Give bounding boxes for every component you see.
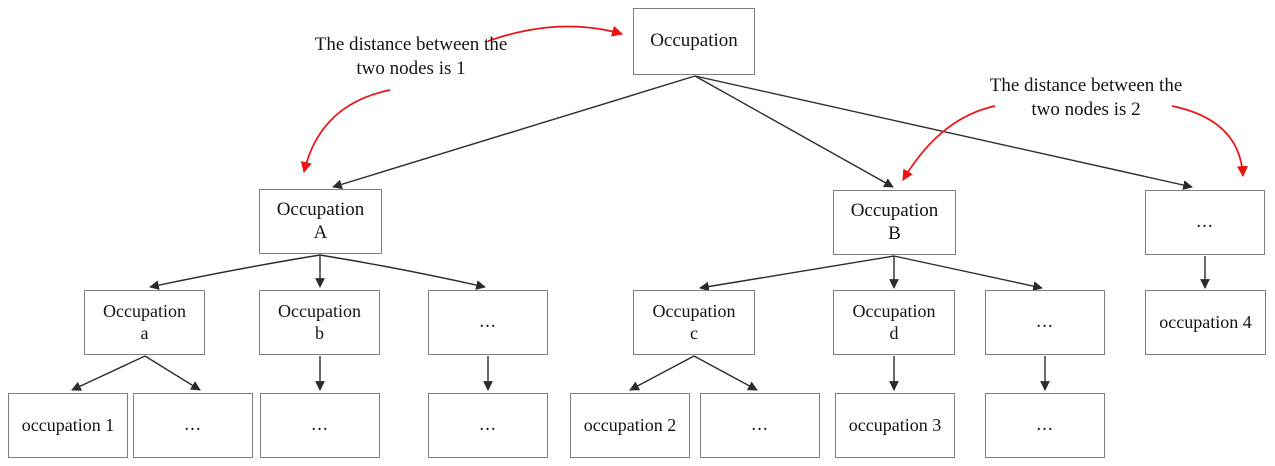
edge-occupation-b-to-lower-c bbox=[699, 255, 895, 292]
node-occupation-4[interactable]: occupation 4 bbox=[1145, 290, 1266, 355]
node-level3-ellipsis-1[interactable]: ... bbox=[133, 393, 253, 458]
node-level3-ellipsis-2[interactable]: ... bbox=[260, 393, 380, 458]
edge-occupation-a-to-ellipsis bbox=[319, 254, 486, 290]
edge-root-to-occupation-a bbox=[332, 75, 696, 190]
node-occupation-3[interactable]: occupation 3 bbox=[835, 393, 955, 458]
annotation-arrow-to-occupation-a bbox=[300, 89, 391, 174]
edge-lower-a-to-ellipsis bbox=[144, 355, 201, 391]
node-occupation-lower-c[interactable]: Occupation c bbox=[633, 290, 755, 355]
node-level2-ellipsis-1[interactable]: ... bbox=[428, 290, 548, 355]
edge-occupation-a-to-lower-a bbox=[149, 254, 321, 290]
edge-lower-a-to-occupation-1 bbox=[71, 355, 146, 391]
node-level1-ellipsis[interactable]: ... bbox=[1145, 190, 1265, 255]
edge-lower-c-to-ellipsis bbox=[693, 355, 758, 391]
edge-lower-c-to-occupation-2 bbox=[629, 355, 695, 391]
annotation-distance-1: The distance between the two nodes is 1 bbox=[314, 34, 508, 79]
node-occupation-lower-d[interactable]: Occupation d bbox=[833, 290, 955, 355]
node-occupation-b[interactable]: Occupation B bbox=[833, 190, 956, 255]
node-level3-ellipsis-4[interactable]: ... bbox=[700, 393, 820, 458]
edge-occupation-b-to-ellipsis bbox=[893, 255, 1043, 291]
node-occupation-2[interactable]: occupation 2 bbox=[570, 393, 690, 458]
node-occupation-root[interactable]: Occupation bbox=[633, 8, 755, 75]
node-occupation-a[interactable]: Occupation A bbox=[259, 189, 382, 254]
node-level3-ellipsis-5[interactable]: ... bbox=[985, 393, 1105, 458]
node-level3-ellipsis-3[interactable]: ... bbox=[428, 393, 548, 458]
node-level2-ellipsis-2[interactable]: ... bbox=[985, 290, 1105, 355]
node-occupation-1[interactable]: occupation 1 bbox=[8, 393, 128, 458]
annotation-distance-2: The distance between the two nodes is 2 bbox=[989, 75, 1183, 120]
node-occupation-lower-b[interactable]: Occupation b bbox=[259, 290, 380, 355]
node-occupation-lower-a[interactable]: Occupation a bbox=[84, 290, 205, 355]
edge-root-to-occupation-b bbox=[694, 75, 894, 188]
